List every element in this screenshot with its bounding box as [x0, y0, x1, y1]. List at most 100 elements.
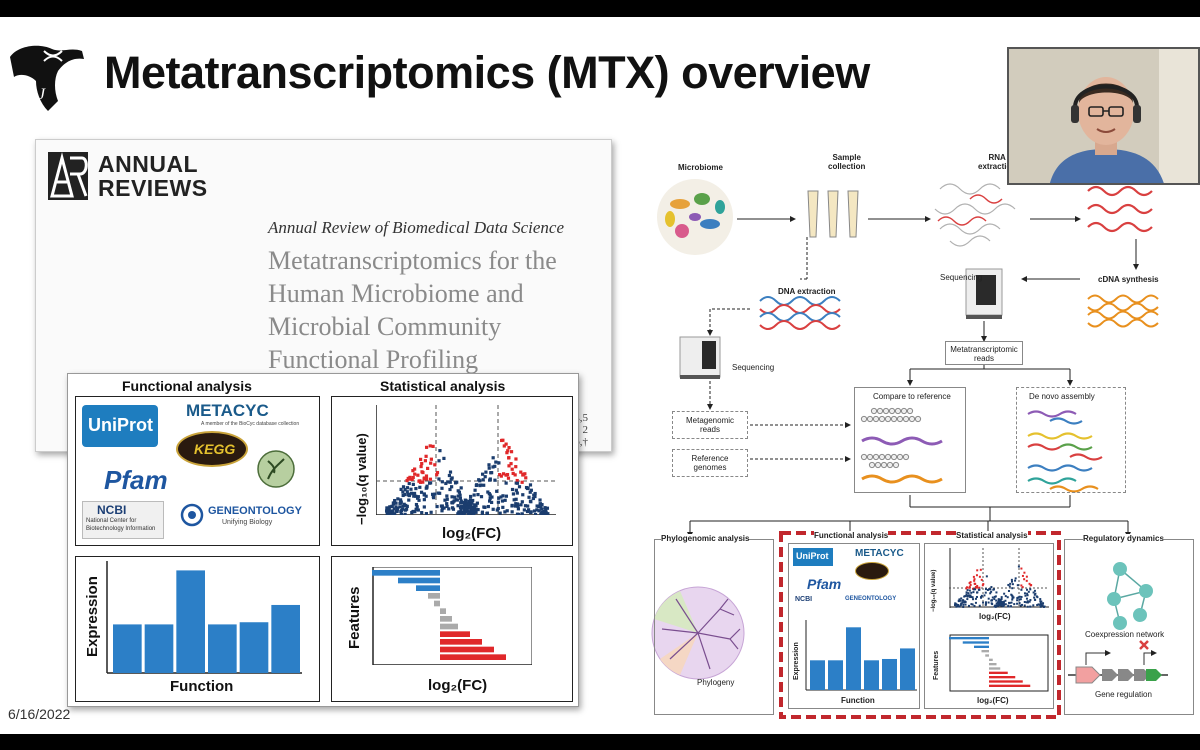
- volcano-point: [424, 486, 428, 490]
- bar: [846, 627, 861, 690]
- volcano-point: [535, 504, 539, 508]
- volcano-point: [464, 510, 468, 514]
- presenter-video-icon: [1009, 49, 1198, 183]
- volcano-point: [426, 466, 430, 471]
- volcano-point: [491, 465, 495, 469]
- sequencer-left-icon: [679, 336, 721, 379]
- volcano-point: [456, 489, 460, 493]
- mini-pfam-logo: Pfam: [807, 576, 842, 592]
- wf-statistical-label: Statistical analysis: [956, 531, 1028, 540]
- volcano-point: [966, 586, 969, 589]
- journal-name: Annual Review of Biomedical Data Science: [268, 218, 564, 237]
- volcano-point: [471, 510, 475, 514]
- volcano-point: [442, 506, 446, 510]
- geneontology-subtitle: Unifying Biology: [222, 519, 273, 526]
- volcano-point: [966, 589, 969, 592]
- volcano-point: [420, 461, 424, 466]
- volcano-point: [459, 501, 463, 505]
- volcano-point: [497, 461, 501, 465]
- volcano-point: [488, 477, 492, 481]
- bar: [271, 604, 300, 673]
- volcano-point: [995, 591, 998, 594]
- volcano-point: [414, 494, 418, 498]
- volcano-point: [965, 587, 968, 590]
- volcano-point: [411, 482, 415, 487]
- volcano-point: [1011, 587, 1014, 590]
- volcano-point: [966, 598, 969, 601]
- wf-functional-label: Functional analysis: [814, 531, 889, 540]
- volcano-point: [398, 501, 402, 505]
- volcano-point: [526, 504, 530, 508]
- volcano-point: [1026, 600, 1029, 603]
- volcano-point: [428, 481, 433, 485]
- volcano-point: [385, 508, 389, 512]
- volcano-point: [450, 495, 454, 499]
- volcano-point: [1036, 604, 1039, 607]
- volcano-point: [973, 578, 976, 581]
- volcano-point: [523, 504, 528, 508]
- volcano-point: [459, 509, 463, 513]
- volcano-point: [1004, 599, 1007, 602]
- volcano-point: [1037, 603, 1040, 606]
- volcano-point: [1021, 586, 1024, 589]
- volcano-point: [490, 495, 494, 499]
- volcano-point: [1021, 603, 1024, 606]
- volcano-point: [476, 492, 480, 497]
- features-bar-box: Features log₂(FC): [331, 556, 573, 702]
- volcano-point: [1002, 605, 1005, 608]
- kegg-text: KEGG: [194, 441, 236, 457]
- volcano-point: [1026, 594, 1029, 597]
- ar-mark-icon: [48, 152, 88, 200]
- volcano-point: [464, 505, 468, 509]
- volcano-point: [967, 604, 970, 607]
- volcano-point: [1011, 583, 1014, 586]
- volcano-point: [1011, 594, 1014, 597]
- volcano-point: [1018, 598, 1021, 601]
- volcano-point: [978, 604, 981, 607]
- volcano-point: [962, 603, 965, 606]
- volcano-point: [444, 481, 448, 486]
- volcano-point: [442, 456, 446, 461]
- feature-bar: [372, 570, 440, 576]
- affiliation-mark: 2: [582, 424, 589, 436]
- volcano-point: [506, 476, 511, 480]
- volcano-point: [405, 504, 409, 508]
- volcano-point: [409, 487, 413, 491]
- wf-text: reads: [973, 354, 994, 363]
- uniprot-logo: UniProt: [82, 405, 158, 447]
- volcano-point: [994, 595, 997, 598]
- volcano-point: [480, 510, 485, 514]
- volcano-point: [520, 512, 524, 515]
- volcano-point: [459, 512, 464, 515]
- paper-title-line: Functional Profiling: [268, 345, 479, 374]
- volcano-point: [422, 505, 426, 509]
- volcano-point: [976, 584, 979, 587]
- volcano-point: [1016, 597, 1019, 600]
- metacyc-logo: METACYC: [186, 401, 269, 420]
- volcano-point: [488, 496, 492, 500]
- volcano-point: [519, 503, 523, 507]
- volcano-point: [407, 481, 411, 486]
- volcano-point: [1020, 588, 1023, 591]
- volcano-point: [1026, 588, 1029, 591]
- volcano-point: [1025, 601, 1028, 604]
- volcano-point: [501, 505, 505, 509]
- volcano-point: [1006, 596, 1009, 599]
- volcano-point: [428, 444, 432, 448]
- volcano-point: [1020, 584, 1023, 587]
- volcano-point: [520, 480, 524, 484]
- feature-bar: [440, 639, 482, 645]
- volcano-point: [982, 601, 985, 604]
- volcano-point: [502, 444, 506, 448]
- volcano-point: [450, 485, 454, 489]
- volcano-point: [414, 507, 418, 511]
- ncbi-logo: NCBI National Center for Biotechnology I…: [82, 501, 164, 539]
- volcano-point: [966, 595, 969, 598]
- volcano-point: [980, 578, 983, 581]
- volcano-point: [413, 467, 417, 471]
- volcano-point: [431, 444, 435, 448]
- pfam-logo: Pfam: [104, 465, 168, 495]
- ncbi-subtitle-line: National Center for: [86, 518, 137, 524]
- volcano-point: [477, 478, 481, 482]
- volcano-point: [471, 498, 475, 503]
